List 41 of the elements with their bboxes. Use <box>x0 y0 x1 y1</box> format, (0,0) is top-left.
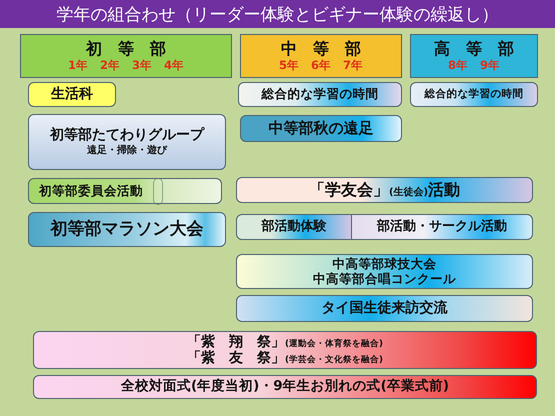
activity-box <box>28 82 116 107</box>
festival-label: 「紫 翔 祭」(運動会・体育祭を融合) <box>187 334 383 350</box>
activity-box <box>236 177 533 203</box>
activity-label: 中高等部球技大会 <box>332 257 436 272</box>
activity-label: 総合的な学習の時間 <box>262 87 378 102</box>
activity-detail: 遠足・掃除・遊び <box>87 145 167 157</box>
activity-label: 生活科 <box>51 86 93 103</box>
activity-label: 中高等部合唱コンクール <box>313 272 456 286</box>
division-panel <box>240 34 402 78</box>
activity-box <box>351 214 533 240</box>
activity-label: 「学友会」(生徒会)活動 <box>308 180 460 200</box>
activity-box <box>33 331 537 369</box>
division-title: 中 等 部 <box>281 40 361 59</box>
grade-labels: 5年 6年 7年 <box>278 58 363 72</box>
division-title: 初 等 部 <box>86 40 166 59</box>
activity-label: 中等部秋の遠足 <box>268 120 374 138</box>
activity-box <box>236 214 352 240</box>
activity-label: 部活動・サークル活動 <box>377 220 507 234</box>
activity-label: タイ国生徒来訪交流 <box>322 300 448 317</box>
activity-box <box>28 114 226 170</box>
grade-labels: 8年 9年 <box>448 58 500 72</box>
activity-box <box>28 212 226 247</box>
activity-box <box>240 115 402 142</box>
activity-box <box>236 295 533 322</box>
activity-label: 初等部委員会活動 <box>39 184 143 198</box>
division-panel <box>20 34 232 78</box>
activity-box <box>238 82 402 107</box>
activity-box <box>410 82 538 107</box>
activity-label: 総合的な学習の時間 <box>424 88 524 101</box>
activity-label: 初等部マラソン大会 <box>50 220 204 240</box>
division-panel <box>410 34 538 78</box>
activity-box <box>28 178 222 204</box>
activity-label: 初等部たてわりグループ <box>50 127 204 144</box>
activity-label: 部活動体験 <box>262 220 326 234</box>
grade-labels: 1年 2年 3年 4年 <box>68 58 184 72</box>
division-title: 高 等 部 <box>434 40 514 59</box>
activity-box <box>33 375 537 399</box>
diagram-title: 学年の組合わせ（リーダー体験とビギナー体験の繰返し） <box>56 4 498 26</box>
festival-label: 「紫 友 祭」(学芸会・文化祭を融合) <box>187 350 383 366</box>
ceremony-label: 全校対面式(年度当初)・9年生お別れの式(卒業式前) <box>120 379 450 395</box>
activity-box <box>236 254 533 289</box>
